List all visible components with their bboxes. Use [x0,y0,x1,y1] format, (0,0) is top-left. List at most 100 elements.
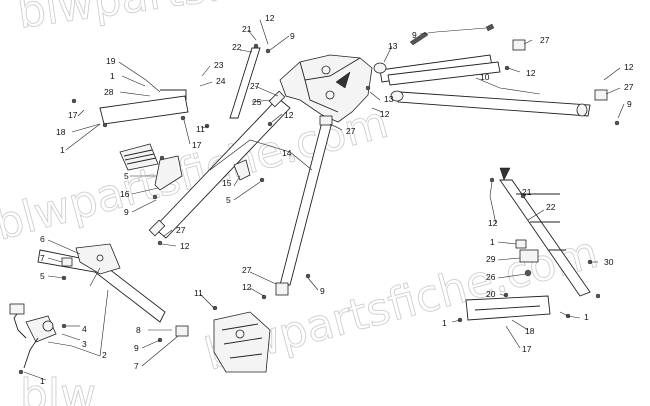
callout-13-center: 13 [384,94,394,104]
callout-21-top: 21 [242,24,252,34]
callout-20: 20 [486,289,496,299]
callout-6: 6 [40,234,45,244]
callout-23: 23 [214,60,224,70]
regulator-fins [123,149,157,165]
callout-18-right: 18 [525,326,535,336]
callout-5-center: 5 [226,195,231,205]
callout-1-right-lower: 1 [584,312,589,322]
part-drawings [9,23,620,375]
callout-9-right: 9 [412,30,417,40]
direction-arrow-right [499,167,511,181]
callout-27-lower-center: 27 [242,265,252,275]
central-frame-detail-2 [304,79,339,113]
bracket-6-hole [96,254,104,262]
clip-1-right [515,239,527,249]
callout-12-right-top: 12 [526,68,536,78]
right-tube-upper-shadow [387,61,501,86]
hardware-bolts [18,48,620,375]
callout-26: 26 [486,272,496,282]
upper-support-bolt [253,43,259,49]
callout-1-right: 1 [490,237,495,247]
actuator-gear [42,320,54,332]
callout-13-top: 13 [388,41,398,51]
bolt-9-top-head [485,23,495,32]
tube-end-cap-13b [390,90,404,102]
callout-10: 10 [480,72,490,82]
callout-21-right: 21 [522,187,532,197]
callout-5-lower: 5 [40,271,45,281]
diagonal-tube-center-foot [275,282,289,296]
mount-block [213,311,271,373]
callout-19: 19 [106,56,116,66]
callout-8: 8 [136,325,141,335]
tube-end-cap-right [576,103,588,117]
callout-15: 15 [222,178,232,188]
callout-5-mid: 5 [124,171,129,181]
callout-9-lower: 9 [134,343,139,353]
callout-labels: 21 12 22 9 9 27 13 12 10 12 27 9 13 12 1… [40,13,634,386]
bolt-9-top [409,31,429,46]
right-support-bar [499,179,591,297]
callout-9-lower-center: 9 [320,286,325,296]
callout-9-mid: 9 [124,207,129,217]
callout-1-bottom-left: 1 [40,376,45,386]
clamp-27-right [594,89,608,101]
callout-27-far-right: 27 [624,82,634,92]
callout-27-upper-mid: 27 [250,81,260,91]
diagonal-tube-left-foot [148,219,166,237]
callout-1-right-bottom: 1 [442,318,447,328]
callout-4: 4 [82,324,87,334]
callout-9-far-right: 9 [627,99,632,109]
callout-14: 14 [282,148,292,158]
mount-block-detail [221,323,263,359]
diagonal-tube-left [153,97,291,239]
clamp-7-lower [175,325,189,337]
watermark-bottom: blw [20,370,96,406]
bracket-29 [519,249,539,263]
central-frame-hole [321,65,331,75]
right-tube-lower [397,91,591,117]
callout-2: 2 [102,350,107,360]
central-frame-detail [299,57,361,81]
clamp-15 [233,159,251,181]
callout-22-top: 22 [232,42,242,52]
callout-17-mid: 17 [192,140,202,150]
callout-22-right: 22 [546,202,556,212]
callout-12-right: 12 [488,218,498,228]
callout-27-lower-left: 27 [176,225,186,235]
tube-end-cap-13a [373,62,387,74]
callout-16: 16 [120,189,130,199]
clamp-27-top [512,39,526,51]
callout-30: 30 [604,257,614,267]
callout-7-lower: 7 [134,361,139,371]
callout-12-mid: 12 [284,110,294,120]
callout-12-lower-left: 12 [180,241,190,251]
central-frame-hole-2 [325,90,335,100]
callout-9-top: 9 [290,31,295,41]
bolt-26 [524,269,532,277]
callout-12-far-right: 12 [624,62,634,72]
diagonal-tube-left-end [268,90,286,108]
upper-support-bar [229,47,261,119]
callout-28: 28 [104,87,114,97]
right-crossbar-lower-line [474,305,541,311]
left-crossbar-upper [99,95,189,125]
bracket-16 [154,155,183,191]
callout-3: 3 [82,339,87,349]
callout-12-top: 12 [265,13,275,23]
callout-11-lower: 11 [194,288,203,298]
callout-11-top: 11 [196,124,205,134]
callout-12-center: 12 [380,109,390,119]
callout-17-right: 17 [522,344,532,354]
callout-17-left: 17 [68,110,78,120]
callout-1-top-left: 1 [110,71,115,81]
callout-27-center: 27 [346,126,356,136]
callout-27-top-right: 27 [540,35,550,45]
clamp-7-left [61,257,73,267]
leader-lines [23,19,625,381]
left-crossbar-tab [160,89,187,100]
callout-12-lower-center: 12 [242,282,252,292]
callout-18-left: 18 [56,127,66,137]
actuator-connector [9,303,25,315]
